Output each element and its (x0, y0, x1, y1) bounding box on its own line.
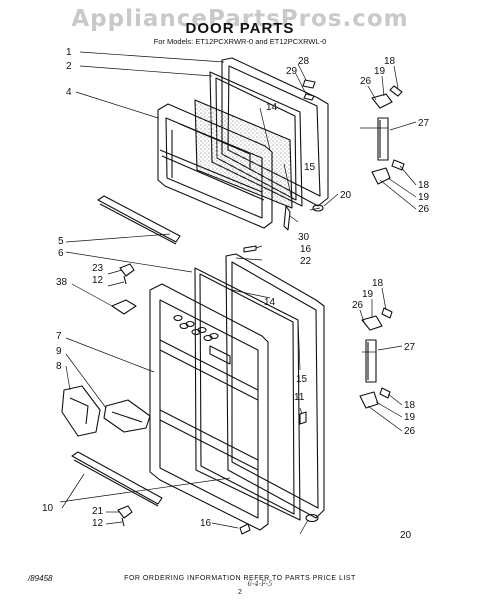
callout: 8 (56, 361, 62, 372)
page-number: 2 (238, 589, 242, 596)
callout: 20 (340, 190, 352, 201)
part-20-bottom (305, 513, 319, 523)
part-16-bottom (239, 523, 251, 535)
ordering-note: FOR ORDERING INFORMATION REFER TO PARTS … (124, 575, 356, 582)
upper-hinge-bottom (371, 167, 391, 185)
callout: 19 (374, 66, 386, 77)
lower-hinge-bottom (359, 391, 379, 409)
callout: 18 (418, 180, 430, 191)
callout: 14 (266, 102, 278, 113)
callout: 28 (298, 56, 310, 67)
callout: 15 (304, 162, 316, 173)
door-bin-9 (103, 399, 151, 433)
callout-labels: 1 2 4 5 6 23 12 38 7 9 8 10 21 12 28 29 … (42, 47, 430, 541)
models-line: For Models: ET12PCXRWR-0 and ET12PCXRWL-… (153, 37, 327, 46)
callout: 1 (66, 47, 72, 58)
callout: 15 (296, 374, 308, 385)
part-30 (283, 205, 291, 231)
freezer-shelf-rail (97, 195, 181, 243)
part-20-top (312, 204, 324, 212)
callout: 4 (66, 87, 72, 98)
callout: 29 (286, 66, 298, 77)
document-id: /89458 (28, 574, 53, 583)
callout: 22 (300, 256, 312, 267)
callout: 21 (92, 506, 104, 517)
callout: 26 (418, 204, 430, 215)
handwritten-note: 6-4-F-5 (247, 580, 273, 588)
callout: 12 (92, 518, 104, 529)
part-38 (111, 299, 137, 315)
callout: 18 (384, 56, 396, 67)
callout: 16 (200, 518, 212, 529)
callout: 27 (404, 342, 416, 353)
part-11 (299, 411, 307, 425)
callout: 18 (404, 400, 416, 411)
fresh-food-handle (365, 339, 377, 383)
part-28 (302, 79, 316, 89)
freezer-handle (377, 117, 389, 161)
fresh-food-shelf-rail (71, 451, 163, 505)
callout: 27 (418, 118, 430, 129)
callout: 14 (264, 297, 276, 308)
freezer-insulation (194, 99, 293, 209)
upper-hinge-top (371, 93, 393, 109)
freezer-liner (157, 103, 273, 229)
callout: 7 (56, 331, 62, 342)
callout: 38 (56, 277, 68, 288)
callout: 10 (42, 503, 54, 514)
egg-tray (173, 314, 219, 342)
part-23 (119, 263, 135, 277)
callout: 26 (404, 426, 416, 437)
lower-hinge-top (361, 315, 383, 331)
callout: 16 (300, 244, 312, 255)
fresh-food-outer-door (225, 253, 325, 519)
door-bin-8 (61, 385, 101, 437)
callout: 26 (360, 76, 372, 87)
callout: 6 (58, 248, 64, 259)
callout: 23 (92, 263, 104, 274)
callout: 30 (298, 232, 310, 243)
callout: 2 (66, 61, 72, 72)
callout: 19 (418, 192, 430, 203)
callout: 26 (352, 300, 364, 311)
part-29 (303, 93, 315, 101)
callout: 19 (362, 289, 374, 300)
callout: 11 (294, 392, 305, 403)
callout: 19 (404, 412, 416, 423)
callout: 18 (372, 278, 384, 289)
callout: 9 (56, 346, 62, 357)
fresh-food-liner (149, 283, 269, 531)
callout: 5 (58, 236, 64, 247)
fresh-food-gasket (194, 267, 301, 521)
page-title: DOOR PARTS (185, 20, 295, 37)
part-16-mid (243, 245, 257, 253)
callout: 12 (92, 275, 104, 286)
watermark: AppliancePartsPros.com (71, 6, 409, 32)
part-21 (117, 505, 133, 519)
callout: 20 (400, 530, 412, 541)
